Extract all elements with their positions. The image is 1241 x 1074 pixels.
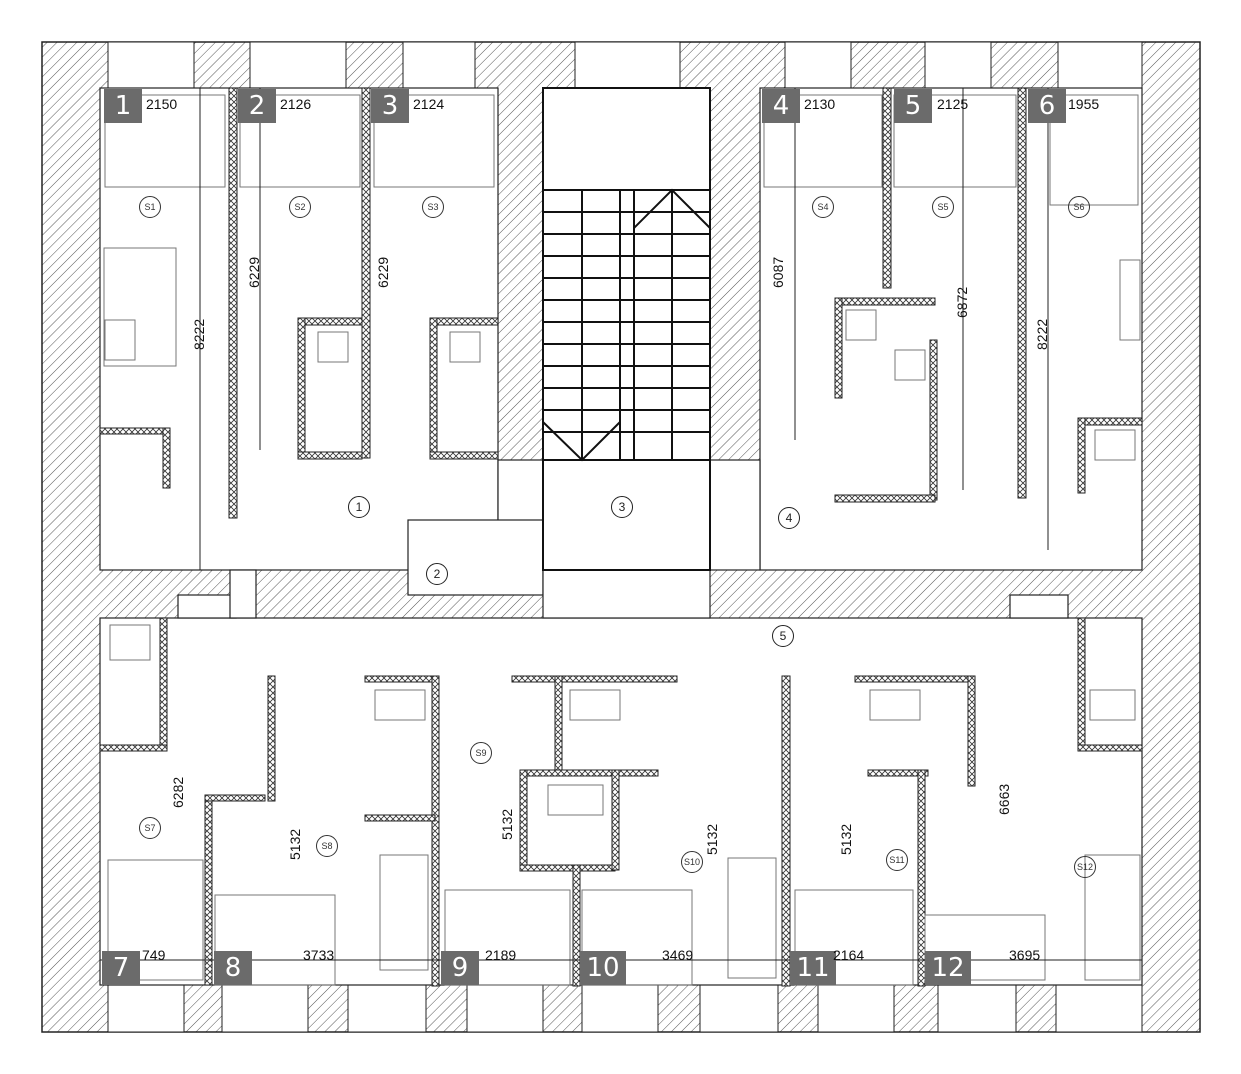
unit-badge: 6 [1028,89,1066,123]
width-dimension: 1955 [1068,96,1100,112]
common-area-label: 4 [778,507,800,529]
furniture [103,94,1141,986]
room-label: S2 [289,196,311,218]
room-label: S7 [139,817,161,839]
unit-badge: 7 [102,951,140,985]
room-label: S5 [932,196,954,218]
partition-walls [99,87,1143,987]
length-dimension: 6872 [954,286,970,318]
length-dimension: 5132 [838,823,854,855]
unit-badge: 5 [894,89,932,123]
unit-badge: 2 [238,89,276,123]
room-label: S10 [681,851,703,873]
width-dimension: 2125 [937,96,969,112]
length-dimension: 6229 [246,256,262,288]
bottom-windows [107,984,1143,1033]
length-dimension: 5132 [499,808,515,840]
stair [542,87,711,571]
width-dimension: 2130 [804,96,836,112]
width-dimension: 2164 [833,947,865,963]
unit-badge: 8 [214,951,252,985]
unit-badge: 4 [762,89,800,123]
width-dimension: 2126 [280,96,312,112]
unit-badge: 9 [441,951,479,985]
width-dimension: 2124 [413,96,445,112]
room-label: S8 [316,835,338,857]
room-label: S6 [1068,196,1090,218]
length-dimension: 6663 [996,783,1012,815]
unit-badge: 10 [580,951,626,985]
room-label: S11 [886,849,908,871]
length-dimension: 5132 [287,828,303,860]
common-area-label: 5 [772,625,794,647]
width-dimension: 3695 [1009,947,1041,963]
room-label: S1 [139,196,161,218]
top-windows [107,41,1143,89]
common-area-label: 2 [426,563,448,585]
length-dimension: 6282 [170,776,186,808]
unit-badge: 11 [790,951,836,985]
room-label: S9 [470,742,492,764]
width-dimension: 2150 [146,96,178,112]
length-dimension: 8222 [191,318,207,350]
unit-badge: 1 [104,89,142,123]
unit-badge: 12 [925,951,971,985]
room-label: S12 [1074,856,1096,878]
width-dimension: 3469 [662,947,694,963]
room-label: S4 [812,196,834,218]
unit-badge: 3 [371,89,409,123]
length-dimension: 6229 [375,256,391,288]
length-dimension: 6087 [770,256,786,288]
width-dimension: 3733 [303,947,335,963]
common-area-label: 3 [611,496,633,518]
length-dimension: 8222 [1034,318,1050,350]
room-label: S3 [422,196,444,218]
width-dimension: 749 [142,947,166,963]
width-dimension: 2189 [485,947,517,963]
length-dimension: 5132 [704,823,720,855]
common-area-label: 1 [348,496,370,518]
